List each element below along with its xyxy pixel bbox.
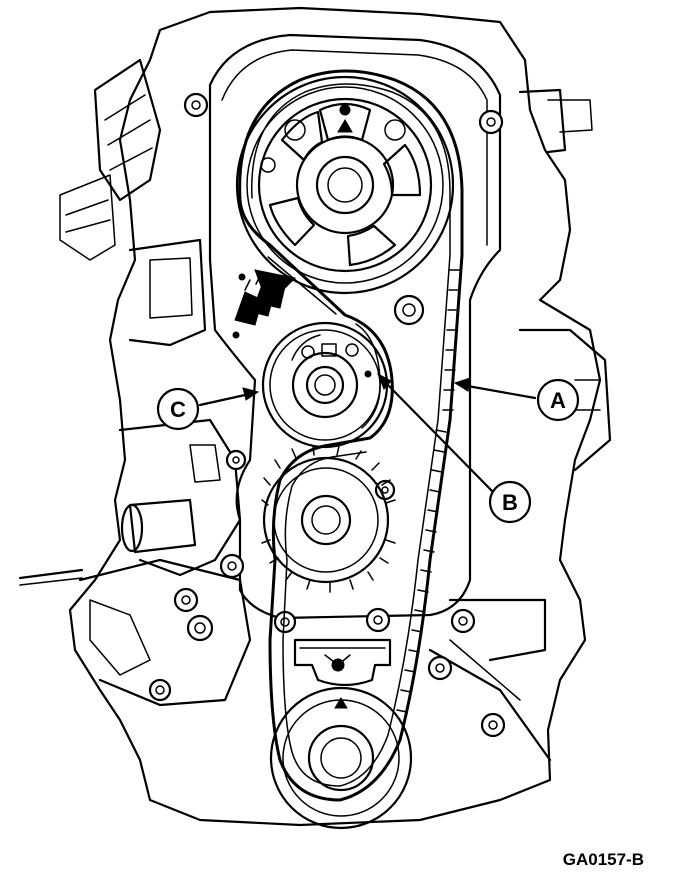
- leader-a: [460, 383, 537, 400]
- leader-a-arrowhead: [453, 377, 471, 392]
- engine-block-outline: [18, 6, 612, 827]
- leader-c: [198, 393, 247, 407]
- leader-b: [383, 380, 495, 494]
- oil-pump-timing-mark: [293, 638, 392, 687]
- callout-leaders: [198, 372, 537, 494]
- timing-belt: [238, 69, 464, 802]
- crankshaft-sprocket: [269, 686, 413, 830]
- belt-tensioner: [261, 321, 389, 449]
- callout-c: C: [156, 387, 200, 431]
- callout-b: B: [488, 480, 532, 524]
- callout-b-label: B: [502, 490, 518, 515]
- leader-c-arrowhead: [242, 387, 260, 401]
- figure-code: GA0157-B: [563, 850, 644, 869]
- timing-back-plate: [173, 33, 506, 738]
- rotation-direction-arrow: [234, 269, 297, 326]
- callout-a-label: A: [550, 388, 566, 413]
- camshaft-sprocket: [235, 75, 455, 295]
- callout-c-label: C: [170, 397, 186, 422]
- leader-b-arrowhead: [377, 372, 392, 390]
- auxiliary-sprocket: [261, 445, 396, 593]
- callout-a: A: [536, 378, 580, 422]
